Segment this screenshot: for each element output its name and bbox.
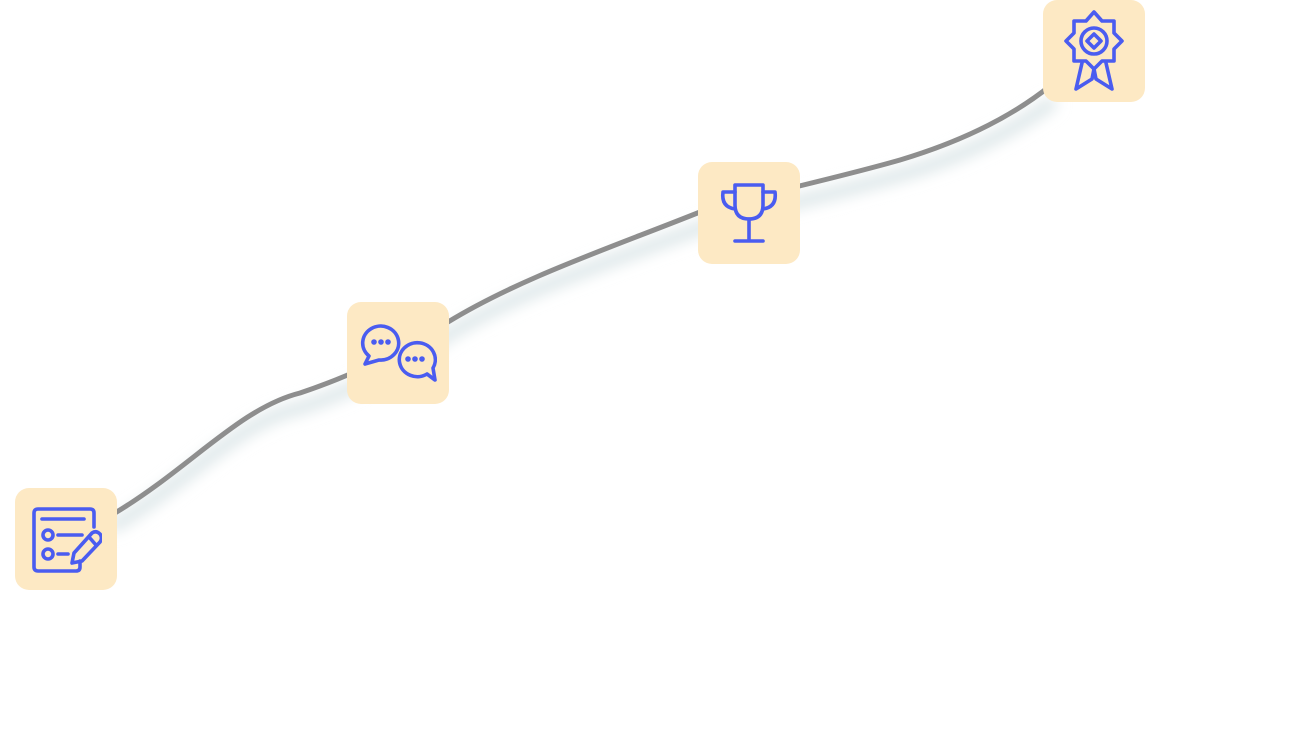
chat-bubbles-icon <box>360 324 437 382</box>
journey-path-shadow <box>108 97 1057 532</box>
journey-path-line <box>112 83 1053 516</box>
step-tile-form <box>15 488 117 590</box>
award-badge-icon <box>1064 10 1124 91</box>
trophy-icon <box>720 183 778 243</box>
form-edit-icon <box>32 507 102 573</box>
step-tile-trophy <box>698 162 800 264</box>
step-tile-award <box>1043 0 1145 102</box>
step-tile-chat <box>347 302 449 404</box>
